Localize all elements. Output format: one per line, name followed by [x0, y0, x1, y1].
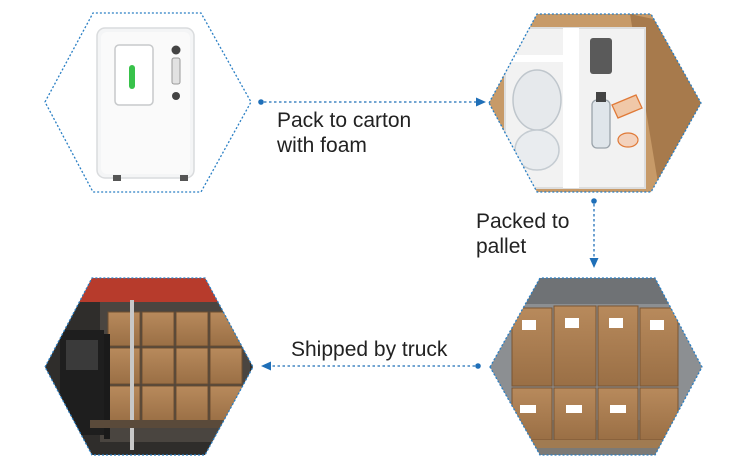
carton-photo-hexagon [488, 13, 702, 193]
pallet-photo-hexagon [489, 277, 703, 456]
truck-photo-hexagon [44, 277, 254, 456]
cartons-on-pallet-image [490, 278, 702, 455]
pack-to-carton-line-1: Pack to carton [277, 109, 412, 132]
pack-to-carton-label: Pack to carton with foam [277, 108, 411, 158]
shipped-by-truck-text: Shipped by truck [291, 338, 448, 361]
packed-to-pallet-line-1: Packed to [476, 210, 570, 233]
arrow-truck [261, 361, 481, 371]
truck-loading-image [45, 278, 253, 455]
shipped-by-truck-label: Shipped by truck [291, 337, 447, 362]
concentrator-photo-hexagon [44, 12, 252, 193]
pack-to-carton-line-2: with foam [277, 134, 367, 157]
oxygen-concentrator-image [45, 13, 251, 192]
carton-with-foam-image [489, 14, 701, 192]
packed-to-pallet-line-2: pallet [476, 235, 527, 258]
arrow-carton [258, 97, 486, 107]
packed-to-pallet-label: Packed to pallet [476, 209, 569, 259]
arrow-pallet [589, 198, 599, 268]
